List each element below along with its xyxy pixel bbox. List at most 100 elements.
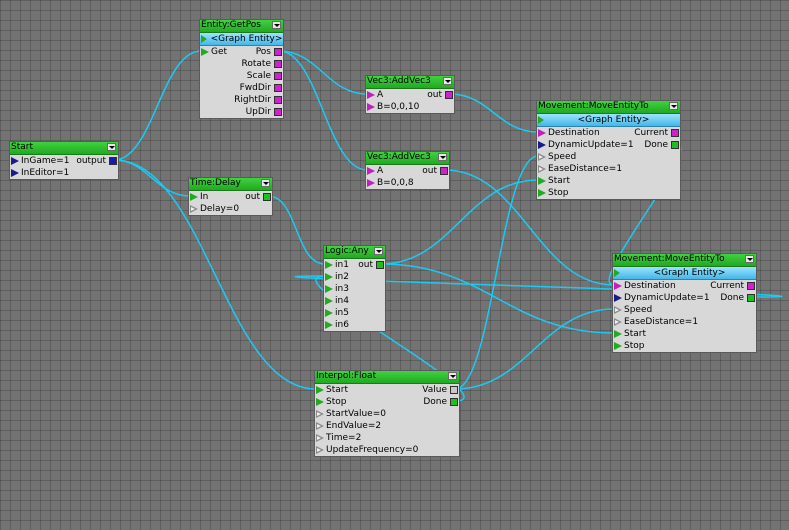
input-pin-icon[interactable]: [316, 386, 324, 394]
input-pin-icon[interactable]: [614, 306, 622, 314]
output-pin-icon[interactable]: [445, 91, 453, 99]
output-pin-icon[interactable]: [263, 193, 271, 201]
connection-wire[interactable]: [113, 159, 191, 197]
input-pin-icon[interactable]: [367, 103, 375, 111]
dropdown-arrow-icon[interactable]: [438, 153, 447, 161]
connection-wire[interactable]: [454, 308, 615, 390]
output-pin-icon[interactable]: [450, 398, 458, 406]
output-pin-icon[interactable]: [274, 84, 282, 92]
input-pin-icon[interactable]: [190, 205, 198, 213]
input-pin-icon[interactable]: [614, 330, 622, 338]
output-port-label: Value: [422, 385, 447, 395]
output-pin-icon[interactable]: [274, 96, 282, 104]
node-header[interactable]: Vec3:AddVec3: [366, 152, 449, 165]
input-pin-icon[interactable]: [538, 165, 546, 173]
output-pin-icon[interactable]: [671, 141, 679, 149]
input-pin-icon[interactable]: [614, 342, 622, 350]
input-pin-icon[interactable]: [367, 91, 375, 99]
connection-wire[interactable]: [278, 50, 368, 95]
output-pin-icon[interactable]: [109, 157, 117, 165]
output-pin-icon[interactable]: [274, 72, 282, 80]
connection-wire[interactable]: [113, 159, 317, 390]
connection-wire[interactable]: [278, 50, 368, 171]
input-pin-icon[interactable]: [325, 321, 333, 329]
node-header[interactable]: Entity:GetPos: [200, 20, 283, 33]
connection-wire[interactable]: [267, 195, 326, 265]
dropdown-arrow-icon[interactable]: [448, 372, 457, 380]
entity-target[interactable]: <Graph Entity>: [200, 33, 283, 46]
input-pin-icon[interactable]: [614, 294, 622, 302]
output-pin-icon[interactable]: [747, 294, 755, 302]
output-port-label: out: [422, 166, 437, 176]
connection-wire[interactable]: [454, 155, 539, 390]
dropdown-arrow-icon[interactable]: [107, 143, 116, 151]
connection-wire[interactable]: [315, 275, 465, 402]
input-pin-icon[interactable]: [316, 410, 324, 418]
node-header[interactable]: Movement:MoveEntityTo: [613, 254, 756, 267]
node-header[interactable]: Movement:MoveEntityTo: [537, 101, 680, 114]
output-pin-icon[interactable]: [274, 60, 282, 68]
dropdown-arrow-icon[interactable]: [272, 21, 281, 29]
connection-wire[interactable]: [294, 275, 783, 298]
output-pin-icon[interactable]: [747, 282, 755, 290]
output-pin-icon[interactable]: [274, 48, 282, 56]
connection-wire[interactable]: [444, 169, 615, 286]
output-pin-icon[interactable]: [376, 261, 384, 269]
entity-label: <Graph Entity>: [577, 115, 650, 125]
input-pin-icon[interactable]: [538, 153, 546, 161]
input-pin-icon[interactable]: [316, 446, 324, 454]
entity-target[interactable]: <Graph Entity>: [537, 114, 680, 127]
input-pin-icon[interactable]: [316, 422, 324, 430]
input-pin-icon[interactable]: [614, 282, 622, 290]
input-pin-icon[interactable]: [325, 309, 333, 317]
input-pin-icon[interactable]: [325, 285, 333, 293]
node-header[interactable]: Vec3:AddVec3: [366, 76, 454, 89]
input-pin-icon[interactable]: [11, 169, 19, 177]
entity-target[interactable]: <Graph Entity>: [613, 267, 756, 280]
input-pin-icon[interactable]: [538, 129, 546, 137]
output-pin-icon[interactable]: [440, 167, 448, 175]
input-pin-icon[interactable]: [614, 318, 622, 326]
input-pin-icon[interactable]: [190, 193, 198, 201]
connection-wire[interactable]: [380, 179, 539, 265]
port-row: in2: [324, 271, 385, 283]
connection-wire[interactable]: [113, 50, 202, 161]
connection-wire[interactable]: [380, 263, 615, 334]
input-pin-icon[interactable]: [538, 141, 546, 149]
input-pin-icon[interactable]: [325, 273, 333, 281]
input-pin-icon[interactable]: [201, 48, 209, 56]
input-pin-icon[interactable]: [538, 177, 546, 185]
input-pin-icon[interactable]: [11, 157, 19, 165]
input-pin-icon[interactable]: [367, 167, 375, 175]
node-header[interactable]: Interpol:Float: [315, 371, 459, 384]
output-pin-icon[interactable]: [450, 386, 458, 394]
dropdown-arrow-icon[interactable]: [443, 77, 452, 85]
output-pin-icon[interactable]: [274, 108, 282, 116]
node-header[interactable]: Start: [10, 142, 118, 155]
input-pin-icon[interactable]: [325, 297, 333, 305]
node-header[interactable]: Time:Delay: [189, 178, 272, 191]
node-header[interactable]: Logic:Any: [324, 246, 385, 259]
input-pin-icon[interactable]: [316, 398, 324, 406]
dropdown-arrow-icon[interactable]: [374, 247, 383, 255]
input-pin-icon[interactable]: [316, 434, 324, 442]
dropdown-arrow-icon[interactable]: [261, 179, 270, 187]
input-port-label: in3: [335, 284, 349, 294]
dropdown-arrow-icon[interactable]: [669, 102, 678, 110]
dropdown-arrow-icon[interactable]: [745, 255, 754, 263]
input-pin-icon[interactable]: [367, 179, 375, 187]
connection-wire[interactable]: [449, 93, 539, 133]
input-pin-icon[interactable]: [325, 261, 333, 269]
input-pin-icon[interactable]: [538, 189, 546, 197]
output-pin-icon[interactable]: [671, 129, 679, 137]
node-move2[interactable]: Movement:MoveEntityTo<Graph Entity>Desti…: [612, 253, 757, 353]
node-move1[interactable]: Movement:MoveEntityTo<Graph Entity>Desti…: [536, 100, 681, 200]
port-row: InEditor=1: [10, 167, 118, 179]
